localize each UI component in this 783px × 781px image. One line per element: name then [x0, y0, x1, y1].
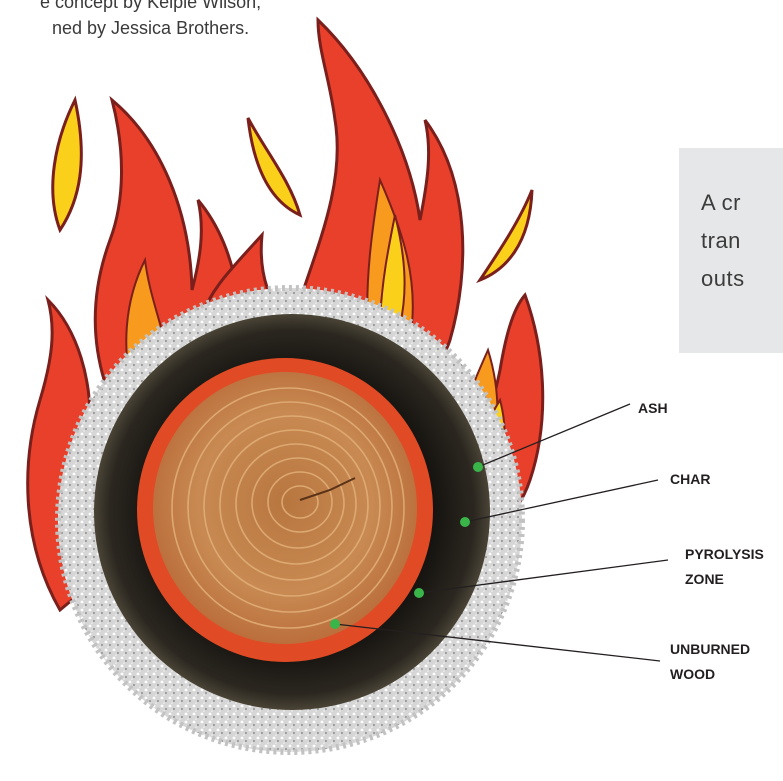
pyrolysis-marker [414, 588, 424, 598]
label-pyrolysis-line2: ZONE [685, 571, 724, 587]
label-ash: ASH [638, 400, 668, 416]
ash-marker [473, 462, 483, 472]
flame-mid-small [248, 118, 300, 215]
flame-far-right-small [480, 190, 532, 280]
log-cross-section [58, 288, 522, 752]
label-unburned-line2: WOOD [670, 666, 715, 682]
char-marker [460, 517, 470, 527]
unburned-wood [153, 372, 417, 644]
label-unburned-line1: UNBURNED [670, 641, 750, 657]
label-pyrolysis-line1: PYROLYSIS [685, 546, 764, 562]
flame-left-small [53, 100, 82, 230]
label-char: CHAR [670, 471, 710, 487]
unburned-marker [330, 619, 340, 629]
